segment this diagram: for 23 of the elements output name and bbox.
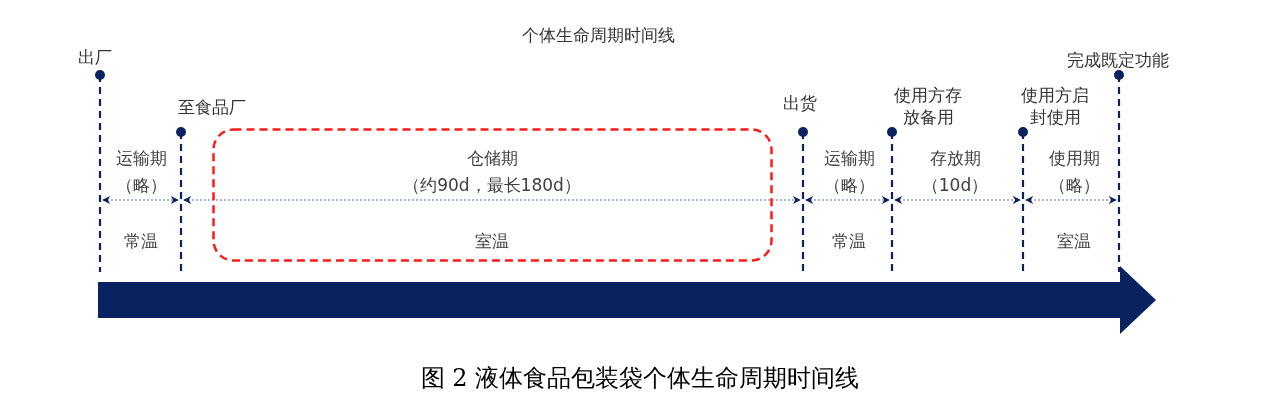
period-label: 仓储期 — [466, 148, 518, 168]
milestone-label: 出货 — [770, 92, 830, 114]
duration-label: （10d） — [921, 175, 989, 195]
milestone-label: 使用方启封使用 — [1015, 84, 1095, 128]
temperature-label: 常温 — [832, 231, 866, 251]
duration-label: （略） — [1048, 175, 1100, 195]
figure-caption: 图 2 液体食品包装袋个体生命周期时间线 — [420, 364, 860, 392]
temperature-label: 室温 — [475, 231, 509, 251]
milestone-label: 至食品厂 — [162, 96, 262, 118]
storage-box — [212, 128, 773, 262]
period-label: 运输期 — [115, 148, 167, 168]
period-label: 使用期 — [1048, 148, 1100, 168]
temperature-label: 室温 — [1057, 231, 1091, 251]
diagram-title: 个体生命周期时间线 — [521, 25, 675, 45]
milestone-label: 完成既定功能 — [1048, 49, 1188, 71]
period-label: 运输期 — [823, 148, 875, 168]
milestone-label: 出厂 — [65, 46, 125, 68]
milestone-label: 使用方存放备用 — [888, 84, 968, 128]
duration-label: （略） — [823, 175, 875, 195]
temperature-label: 常温 — [124, 231, 158, 251]
period-label: 存放期 — [929, 148, 981, 168]
duration-label: （略） — [115, 175, 167, 195]
duration-label: （约90d，最长180d） — [403, 175, 581, 195]
